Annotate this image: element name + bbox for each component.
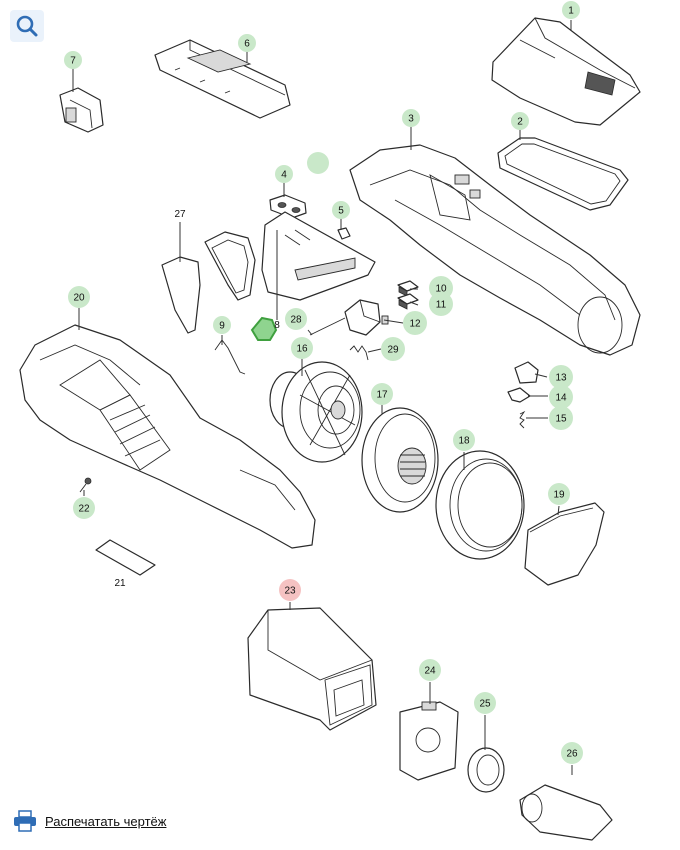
- svg-text:15: 15: [555, 414, 567, 425]
- callout-2[interactable]: 2: [511, 112, 529, 130]
- svg-text:21: 21: [114, 578, 126, 589]
- callout-27[interactable]: 27: [174, 209, 186, 220]
- part-18-ring[interactable]: [435, 450, 525, 560]
- callout-7[interactable]: 7: [64, 51, 82, 69]
- callout-19[interactable]: 19: [548, 483, 570, 505]
- callout-11[interactable]: 11: [429, 292, 453, 316]
- callout-4[interactable]: 4: [275, 165, 293, 183]
- part-15-spring[interactable]: [519, 410, 526, 429]
- search-button[interactable]: [10, 10, 44, 42]
- selected-part-marker[interactable]: [250, 316, 278, 341]
- part-11-block[interactable]: [397, 293, 419, 310]
- callout-15[interactable]: 15: [549, 406, 573, 430]
- callout-3[interactable]: 3: [402, 109, 420, 127]
- part-19-flap[interactable]: [524, 502, 605, 586]
- part-14-hook[interactable]: [507, 387, 531, 403]
- callout-18[interactable]: 18: [453, 429, 475, 451]
- svg-text:3: 3: [408, 114, 414, 125]
- svg-text:16: 16: [296, 344, 308, 355]
- part-3-main-housing[interactable]: [349, 144, 641, 356]
- svg-text:6: 6: [244, 39, 250, 50]
- svg-text:17: 17: [376, 390, 388, 401]
- svg-text:29: 29: [387, 345, 399, 356]
- svg-text:22: 22: [78, 504, 90, 515]
- callout-9[interactable]: 9: [213, 316, 231, 334]
- svg-text:5: 5: [338, 206, 344, 217]
- callout-21[interactable]: 21: [114, 578, 126, 589]
- svg-text:23: 23: [284, 586, 296, 597]
- part-1-top-cover[interactable]: [491, 17, 641, 126]
- part-21-label[interactable]: [95, 539, 156, 576]
- callout-8[interactable]: 8: [274, 320, 280, 331]
- svg-text:8: 8: [274, 320, 280, 331]
- part-5-screw[interactable]: [337, 227, 351, 240]
- callout-16[interactable]: 16: [291, 337, 313, 359]
- svg-text:9: 9: [219, 321, 225, 332]
- callout-13[interactable]: 13: [549, 365, 573, 389]
- callout-14[interactable]: 14: [549, 385, 573, 409]
- callout-6[interactable]: 6: [238, 34, 256, 52]
- svg-text:12: 12: [409, 319, 421, 330]
- svg-text:10: 10: [435, 284, 447, 295]
- svg-text:4: 4: [281, 170, 287, 181]
- callout-5[interactable]: 5: [332, 201, 350, 219]
- svg-text:24: 24: [424, 666, 436, 677]
- callout-1[interactable]: 1: [562, 1, 580, 19]
- part-24-bag-holder[interactable]: [399, 701, 459, 781]
- part-8-switch-plate[interactable]: [261, 211, 376, 301]
- part-13-latch[interactable]: [514, 361, 539, 384]
- print-drawing-label[interactable]: Распечатать чертёж: [45, 813, 167, 829]
- svg-text:2: 2: [517, 117, 523, 128]
- part-2-gasket[interactable]: [497, 137, 629, 211]
- svg-text:28: 28: [290, 315, 302, 326]
- part-23-dust-bag[interactable]: [247, 607, 377, 731]
- svg-text:13: 13: [555, 373, 567, 384]
- part-25-o-ring[interactable]: [467, 747, 505, 793]
- callout-23[interactable]: 23: [279, 579, 301, 601]
- callout-17[interactable]: 17: [371, 383, 393, 405]
- svg-text:1: 1: [568, 6, 574, 17]
- part-20-lower-housing[interactable]: [19, 324, 316, 549]
- part-17-fan-housing[interactable]: [361, 407, 439, 513]
- part-27-filter[interactable]: [161, 231, 256, 334]
- callout-24[interactable]: 24: [419, 659, 441, 681]
- search-icon: [16, 15, 38, 37]
- unused-marker: [307, 152, 329, 174]
- svg-text:18: 18: [458, 436, 470, 447]
- part-16-motor-fan[interactable]: [269, 361, 363, 463]
- part-7-switch-bracket[interactable]: [59, 87, 104, 133]
- svg-text:19: 19: [553, 490, 565, 501]
- part-26-nozzle[interactable]: [519, 784, 613, 841]
- svg-text:20: 20: [73, 293, 85, 304]
- callout-20[interactable]: 20: [68, 286, 90, 308]
- callout-22[interactable]: 22: [73, 497, 95, 519]
- callout-28[interactable]: 28: [285, 308, 307, 330]
- part-4-button[interactable]: [269, 194, 307, 219]
- callout-29[interactable]: 29: [381, 337, 405, 361]
- svg-text:14: 14: [555, 393, 567, 404]
- svg-text:7: 7: [70, 56, 76, 67]
- svg-text:27: 27: [174, 209, 186, 220]
- callout-25[interactable]: 25: [474, 692, 496, 714]
- part-6-battery-cover[interactable]: [154, 39, 291, 119]
- svg-text:11: 11: [436, 300, 447, 311]
- part-12-switch[interactable]: [344, 299, 389, 336]
- callout-26[interactable]: 26: [561, 742, 583, 764]
- printer-icon: [14, 810, 36, 832]
- leader-lines: [72, 20, 573, 775]
- print-drawing-link[interactable]: Распечатать чертёж: [13, 808, 166, 834]
- part-28-rod[interactable]: [309, 317, 346, 336]
- part-9-wire[interactable]: [214, 339, 246, 375]
- callout-12[interactable]: 12: [403, 311, 427, 335]
- svg-text:26: 26: [566, 749, 578, 760]
- part-29-spring[interactable]: [349, 345, 369, 361]
- svg-text:25: 25: [479, 699, 491, 710]
- part-22-screw[interactable]: [79, 477, 92, 493]
